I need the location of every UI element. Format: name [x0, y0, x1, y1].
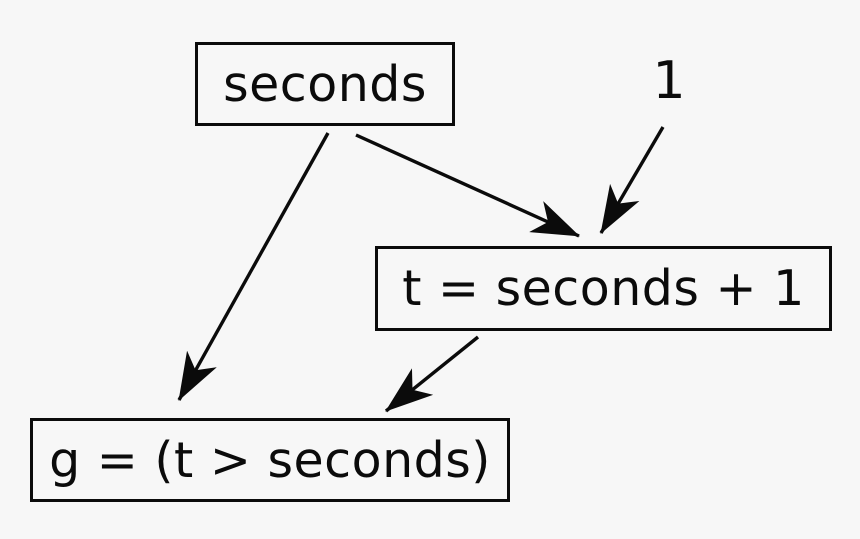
constant-one-label: 1 [652, 51, 686, 111]
edge-one-to-t-assign [599, 126, 665, 234]
node-g-assign-label: g = (t > seconds) [49, 431, 491, 489]
edge-t-assign-to-g-assign [384, 335, 480, 413]
node-seconds-label: seconds [223, 55, 427, 113]
edge-seconds-to-g-assign [177, 132, 330, 401]
edge-seconds-to-t-assign [355, 133, 580, 238]
node-t-assign-label: t = seconds + 1 [402, 260, 805, 317]
node-g-assign: g = (t > seconds) [30, 418, 510, 502]
node-t-assign: t = seconds + 1 [375, 246, 832, 331]
node-seconds: seconds [195, 42, 455, 126]
